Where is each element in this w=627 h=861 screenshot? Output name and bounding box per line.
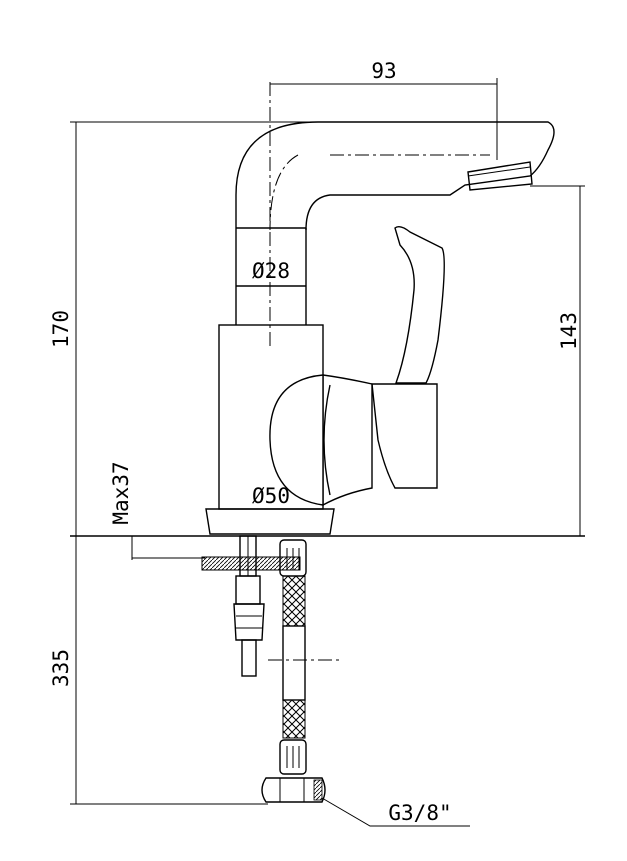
aerator <box>467 161 533 191</box>
base-flange <box>205 508 335 535</box>
dimension-labels: 93 170 143 Ø28 Ø50 Max37 335 G3/8" <box>49 59 581 825</box>
spout-outline <box>235 121 555 231</box>
mounting-hardware <box>201 535 301 677</box>
hose-nut <box>261 777 326 803</box>
dimension-lines <box>70 78 585 827</box>
dim-total-height: 170 <box>49 310 73 348</box>
dim-spout-height: 143 <box>557 312 581 350</box>
dim-body-diameter: Ø28 <box>252 259 290 283</box>
cartridge-dome <box>269 374 324 506</box>
dim-max-thickness: Max37 <box>109 461 133 524</box>
neck <box>235 228 307 325</box>
flex-hose <box>261 539 326 803</box>
dim-base-diameter: Ø50 <box>252 484 290 508</box>
dim-spout-reach: 93 <box>371 59 396 83</box>
dim-hose-length: 335 <box>49 649 73 687</box>
dim-thread: G3/8" <box>388 801 451 825</box>
handle <box>371 383 438 489</box>
faucet-body <box>70 121 585 537</box>
